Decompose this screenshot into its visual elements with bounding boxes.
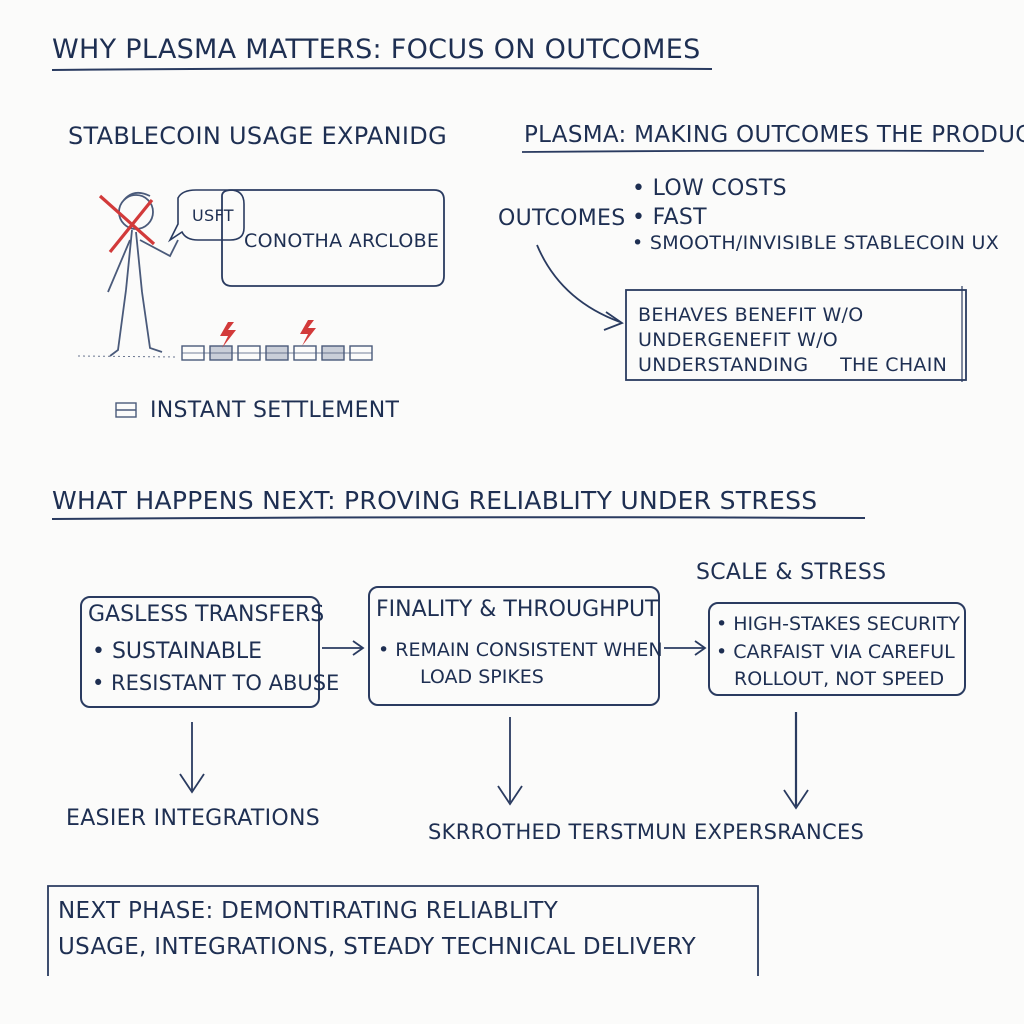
- footer-line-1: NEXT PHASE: DEMONTIRATING RELIABLITY: [58, 898, 559, 924]
- settlement-blocks: [181, 345, 373, 361]
- lightning-icon: [300, 320, 316, 346]
- lightning-icon: [220, 322, 236, 348]
- plasma-heading: PLASMA: MAKING OUTCOMES THE PRODUCT: [524, 122, 1024, 148]
- scale-bullet: • HIGH-STAKES SECURITY: [716, 613, 961, 635]
- understanding-line: UNDERGENEFIT W/O: [638, 329, 839, 351]
- outcomes-label: OUTCOMES: [498, 206, 626, 231]
- finality-bullet: LOAD SPIKES: [420, 666, 544, 688]
- outcome-smoother-experiences: SKRROTHED TERSTMUN EXPERSRANCES: [428, 820, 865, 844]
- scale-bullet: • CARFAIST VIA CAREFUL: [716, 641, 955, 663]
- outcome-item: • FAST: [632, 205, 707, 230]
- stablecoin-heading: STABLECOIN USAGE EXPANIDG: [68, 122, 447, 150]
- speech-bubble-large: [221, 189, 445, 287]
- settlement-label: INSTANT SETTLEMENT: [150, 398, 400, 423]
- gasless-bullet: • RESISTANT TO ABUSE: [92, 671, 340, 695]
- understanding-line: UNDERSTANDING THE CHAIN: [638, 354, 948, 376]
- outcome-easier-integrations: EASIER INTEGRATIONS: [66, 806, 321, 831]
- footer-line-2: USAGE, INTEGRATIONS, STEADY TECHNICAL DE…: [58, 934, 696, 960]
- flow-node-gasless: [80, 596, 320, 708]
- next-heading: WHAT HAPPENS NEXT: PROVING RELIABLITY UN…: [52, 486, 818, 515]
- title-underline: [51, 67, 713, 71]
- scale-bullet: ROLLOUT, NOT SPEED: [734, 668, 945, 690]
- gasless-title: GASLESS TRANSFERS: [88, 602, 325, 627]
- next-heading-underline: [51, 516, 866, 520]
- flow-node-finality: [368, 586, 660, 706]
- gasless-bullet: • SUSTAINABLE: [92, 639, 263, 664]
- outcome-item: • LOW COSTS: [632, 176, 787, 201]
- footer-box-outline: [47, 885, 759, 976]
- flow-node-scale: [708, 602, 966, 696]
- block-legend-icon: [115, 402, 137, 418]
- understanding-box: [625, 289, 967, 381]
- finality-title: FINALITY & THROUGHPUT: [376, 597, 659, 622]
- outcomes-arrow: [536, 244, 621, 323]
- understanding-line: BEHAVES BENEFIT W/O: [638, 304, 864, 326]
- stick-figure: [107, 191, 179, 357]
- red-x-icon: [98, 194, 156, 254]
- speech-bubble-small: [167, 189, 245, 243]
- scale-stress-label: SCALE & STRESS: [696, 560, 887, 585]
- bubble-small-text: USFT: [192, 206, 234, 225]
- plasma-heading-underline: [521, 149, 985, 153]
- bubble-large-text: CONOTHA ARCLOBE: [244, 230, 440, 252]
- outcome-item: • SMOOTH/INVISIBLE STABLECOIN UX: [632, 232, 1000, 254]
- finality-bullet: • REMAIN CONSISTENT WHEN: [378, 639, 663, 661]
- page-title: WHY PLASMA MATTERS: FOCUS ON OUTCOMES: [52, 34, 701, 65]
